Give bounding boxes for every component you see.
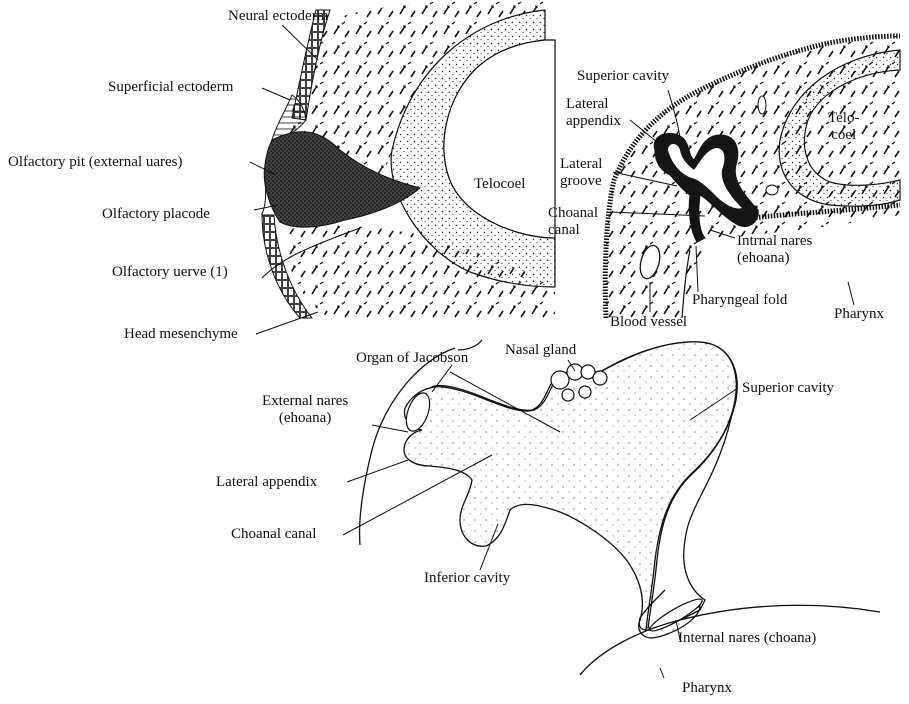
label-choanal-canal-bottom: Choanal canal — [231, 526, 316, 543]
label-lateral-appendix-bottom: Lateral appendix — [216, 474, 317, 491]
label-choanal-canal-top: Choanal canal — [548, 205, 598, 239]
label-olfactory-placode: Olfactory placode — [102, 206, 210, 223]
label-blood-vessel: Blood vessel — [610, 314, 687, 331]
label-external-nares: External nares (ehoana) — [262, 393, 348, 427]
label-pharyngeal-fold: Pharyngeal fold — [692, 292, 787, 309]
label-telocoel-right: Telo- coel — [828, 110, 859, 144]
label-internal-nares-bottom: Internal nares (choana) — [678, 630, 816, 647]
nasal-sac-fill — [404, 342, 737, 638]
label-internal-nares-top: Intrnal nares (ehoana) — [737, 233, 812, 267]
label-neural-ectoderm: Neural ectoderm — [228, 8, 328, 25]
label-superior-cavity-bottom: Superior cavity — [742, 380, 834, 397]
label-lateral-groove: Lateral groove — [560, 156, 602, 190]
label-superior-cavity-top: Superior cavity — [577, 68, 669, 85]
label-lateral-appendix-top: Lateral appendix — [566, 96, 621, 130]
label-inferior-cavity: Inferior cavity — [424, 570, 510, 587]
label-olfactory-pit: Olfactory pit (external uares) — [8, 154, 183, 171]
label-superficial-ectoderm: Superficial ectoderm — [108, 79, 233, 96]
label-olfactory-nerve: Olfactory uerve (1) — [112, 264, 228, 281]
label-head-mesenchyme: Head mesenchyme — [124, 326, 238, 343]
label-nasal-gland: Nasal gland — [505, 342, 576, 359]
label-pharynx-top: Pharynx — [834, 306, 884, 323]
label-organ-of-jacobson: Organ of Jacobson — [356, 350, 468, 367]
label-pharynx-bottom: Pharynx — [682, 680, 732, 697]
label-telocoel-left: Telocoel — [474, 176, 525, 193]
